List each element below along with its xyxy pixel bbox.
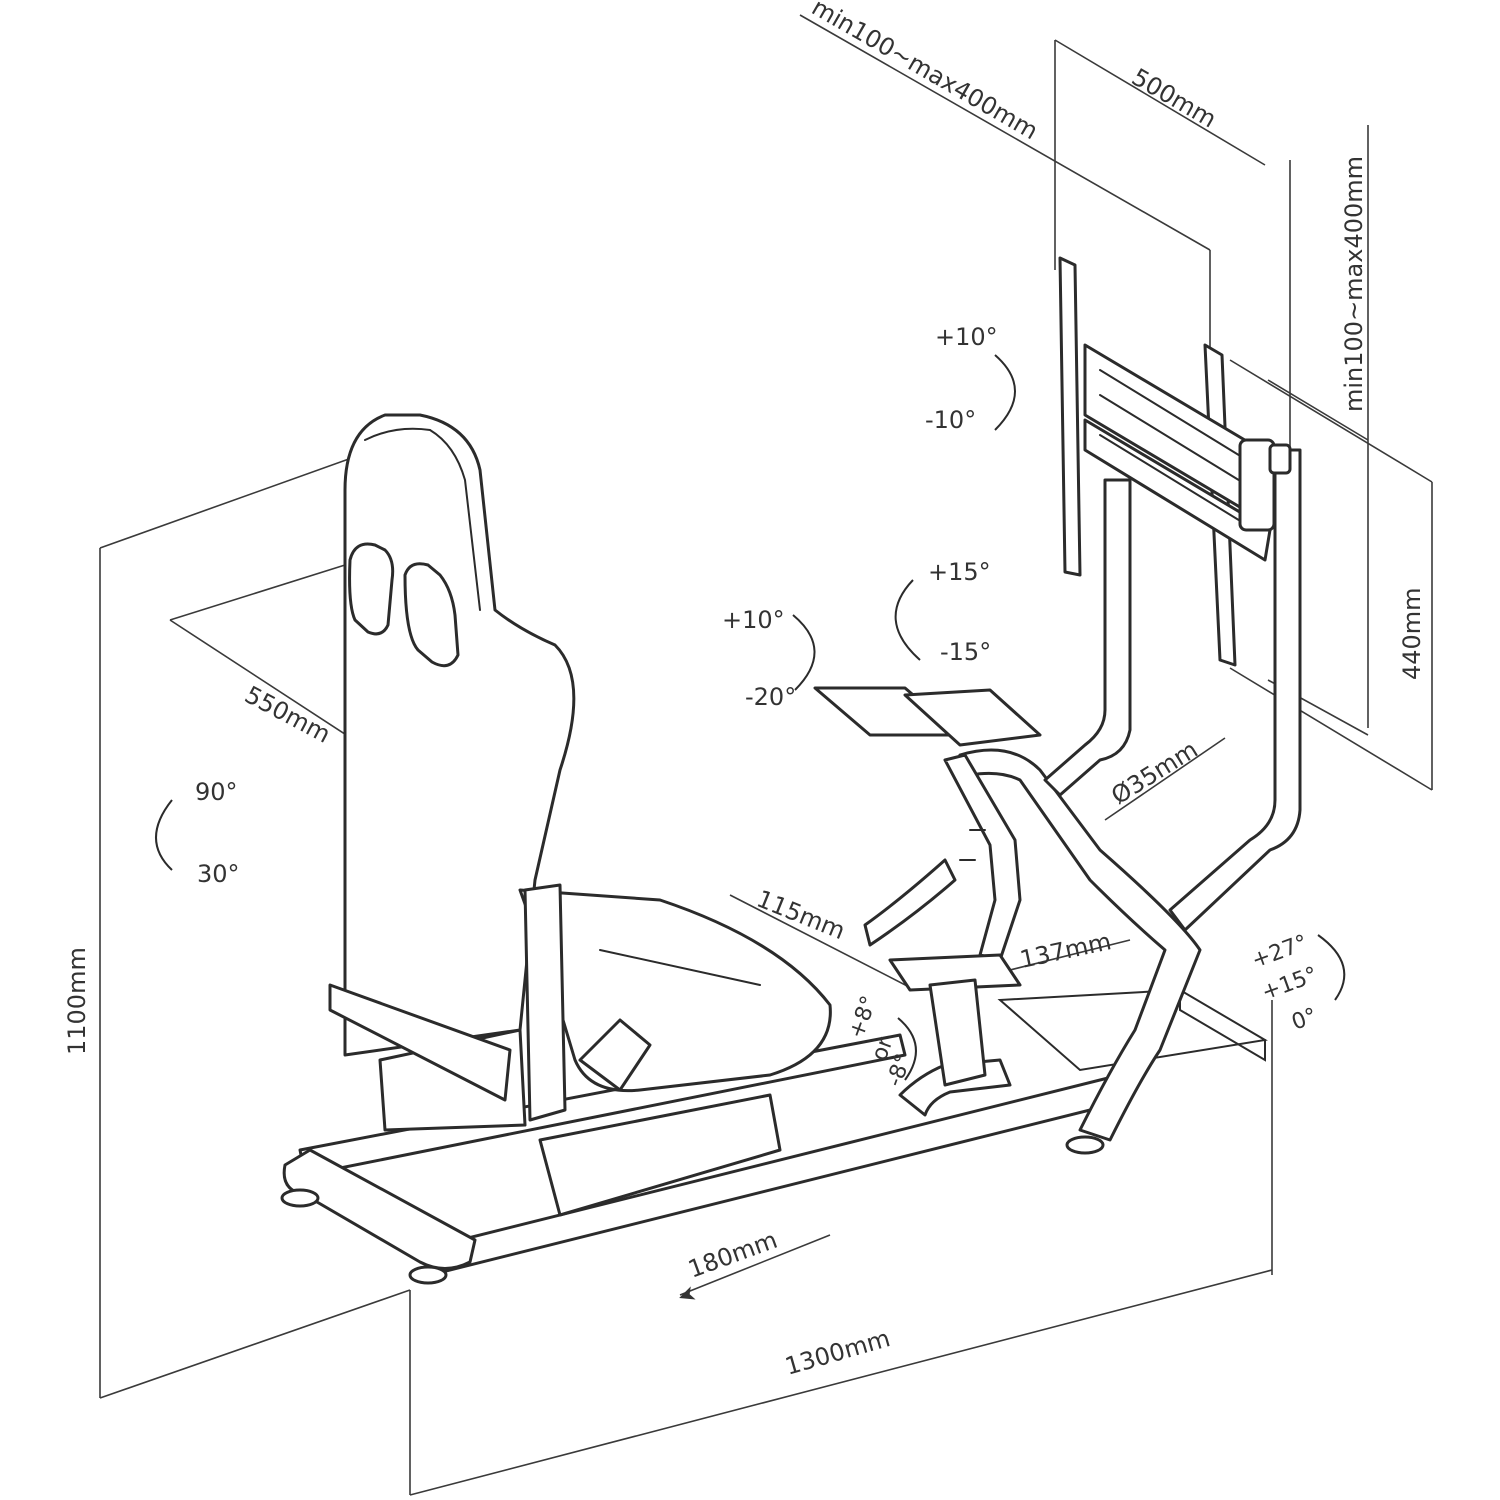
monitor-stand [1043, 256, 1302, 932]
arrow-tip-icon: ➤ [674, 1280, 700, 1310]
label-wheel-up: +15° [928, 558, 991, 586]
label-seat-min-angle: 30° [197, 860, 240, 888]
arrow-tips: ➤ [674, 1280, 700, 1310]
label-mount-height: 440mm [1398, 587, 1426, 680]
dimension-lines [99, 14, 1433, 1496]
wheel-stand [813, 686, 1202, 1142]
label-wheel-down: -15° [940, 638, 991, 666]
label-pedal-offset: 115mm [753, 885, 849, 946]
label-pedal-width: 137mm [1017, 927, 1113, 974]
rotation-arcs [155, 354, 1346, 1081]
label-slide: 180mm [684, 1226, 781, 1284]
label-vesa-vertical: min100~max400mm [1340, 156, 1368, 412]
label-monitor-down: -10° [925, 406, 976, 434]
label-total-length: 1300mm [782, 1324, 893, 1381]
label-shifter-down: -20° [745, 683, 796, 711]
label-pedal-tilt-0: 0° [1289, 1004, 1321, 1036]
label-shifter-up: +10° [722, 606, 785, 634]
label-monitor-up: +10° [935, 323, 998, 351]
label-seat-width: 550mm [240, 681, 335, 749]
label-seat-max-angle: 90° [195, 778, 238, 806]
label-pedal-plus: +8° [844, 993, 882, 1042]
label-vesa-horizontal: min100~max400mm [807, 0, 1043, 145]
label-total-height: 1100mm [63, 947, 91, 1055]
racing-seat [328, 413, 832, 1122]
label-mount-width: 500mm [1127, 63, 1221, 134]
